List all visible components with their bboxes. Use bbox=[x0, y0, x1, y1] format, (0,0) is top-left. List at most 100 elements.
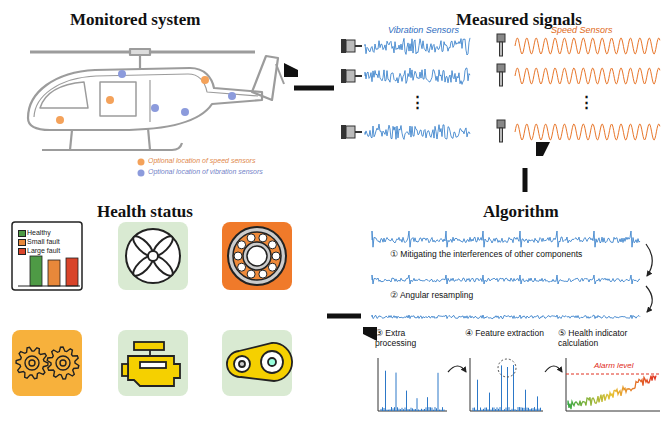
health-icons bbox=[118, 330, 188, 396]
gears bbox=[29, 360, 35, 366]
sensor-dots bbox=[201, 76, 209, 84]
engine bbox=[140, 362, 166, 368]
signal-label: Vibration Sensors bbox=[388, 25, 459, 35]
sensor-dots bbox=[106, 96, 114, 104]
sensor-icons bbox=[497, 64, 505, 72]
algorithm-signals bbox=[372, 231, 640, 319]
belt-drive bbox=[227, 343, 292, 381]
step-arrows bbox=[646, 244, 652, 276]
sensor-icons bbox=[500, 42, 503, 56]
legend-text: Small fault bbox=[27, 238, 60, 245]
gears bbox=[56, 356, 70, 370]
sensor-icons bbox=[346, 70, 355, 82]
step-label: ④ Feature extraction bbox=[465, 329, 545, 339]
belt-drive bbox=[227, 343, 292, 381]
health-icons bbox=[233, 232, 281, 280]
bearing-balls bbox=[268, 241, 276, 249]
ellipsis: ⋮ bbox=[410, 93, 425, 110]
health-icons bbox=[118, 222, 188, 290]
helicopter bbox=[28, 49, 284, 150]
signal-waveforms bbox=[515, 124, 660, 140]
legend-text: Large fault bbox=[27, 247, 60, 254]
sensor-dots bbox=[181, 108, 189, 116]
gears bbox=[16, 347, 48, 379]
flow-arrow bbox=[294, 86, 334, 91]
spectrum-plots bbox=[473, 365, 541, 411]
bearing-balls bbox=[259, 270, 267, 278]
step-arrows bbox=[448, 244, 652, 372]
step-arrows bbox=[545, 366, 562, 372]
section-panel: Monitored system bbox=[8, 4, 290, 194]
signal-waveforms bbox=[515, 68, 660, 84]
sensor-icons bbox=[497, 34, 505, 42]
sensor-dots bbox=[56, 116, 64, 124]
gears bbox=[25, 356, 39, 370]
alarm-line bbox=[566, 374, 660, 375]
sensor-icons bbox=[355, 131, 362, 133]
signal-label: Speed Sensors bbox=[551, 25, 613, 35]
belt-drive bbox=[268, 358, 276, 366]
sensor-icons bbox=[341, 39, 346, 53]
health-icons bbox=[12, 222, 292, 396]
sensor-dots bbox=[118, 70, 126, 78]
legend-note: Optional location of speed sensors bbox=[147, 157, 256, 165]
engine bbox=[149, 350, 151, 356]
signal-waveforms bbox=[365, 38, 470, 55]
helicopter bbox=[34, 74, 258, 117]
helicopter bbox=[42, 143, 182, 150]
plot-axes bbox=[378, 358, 660, 411]
helicopter bbox=[70, 130, 72, 150]
step-label: ③ Extra processing bbox=[375, 329, 441, 349]
sensor-icons bbox=[346, 40, 355, 52]
helicopter bbox=[149, 80, 150, 122]
sensor-dots bbox=[228, 92, 236, 100]
legend-swatch bbox=[18, 230, 26, 237]
health-icons bbox=[48, 260, 60, 286]
legend-swatch bbox=[18, 248, 26, 255]
bearing-balls bbox=[234, 234, 280, 278]
alarm-label: Alarm level bbox=[594, 361, 634, 370]
engine bbox=[134, 342, 164, 350]
sensor-dots bbox=[138, 170, 145, 177]
gears bbox=[60, 360, 66, 366]
helicopter bbox=[28, 68, 262, 130]
engine bbox=[122, 342, 180, 386]
step-arrows bbox=[646, 286, 652, 312]
section-panel: Measured signals bbox=[338, 4, 662, 164]
belt-drive bbox=[234, 356, 250, 372]
sensor-icons bbox=[497, 120, 505, 128]
section-title: Monitored system bbox=[70, 10, 200, 30]
gears bbox=[47, 347, 79, 379]
health-icons bbox=[18, 286, 80, 287]
sensor-icons bbox=[346, 126, 355, 138]
sensor-dots bbox=[138, 159, 145, 166]
plot-axes bbox=[378, 358, 447, 411]
bearing-balls bbox=[247, 270, 255, 278]
signal-waveforms bbox=[515, 38, 660, 54]
helicopter bbox=[252, 56, 278, 100]
engine bbox=[122, 364, 128, 376]
selected-feature bbox=[498, 359, 516, 377]
bearing-balls bbox=[238, 263, 246, 271]
health-icons bbox=[222, 222, 292, 290]
bearing-balls bbox=[247, 234, 255, 242]
step-label: ① Mitigating the interferences of other … bbox=[390, 250, 582, 260]
belt-drive bbox=[239, 361, 245, 367]
plot-axes bbox=[566, 358, 660, 411]
signal-waveforms bbox=[365, 68, 470, 84]
health-icons bbox=[148, 251, 158, 261]
gears bbox=[16, 347, 79, 379]
section-panel: Health status bbox=[5, 196, 323, 422]
legend-swatch bbox=[18, 239, 26, 246]
step-arrows bbox=[448, 366, 466, 372]
sensor-icons bbox=[500, 72, 503, 86]
helicopter bbox=[148, 128, 150, 150]
bearing-balls bbox=[268, 263, 276, 271]
health-icons bbox=[66, 258, 78, 286]
algorithm-signals bbox=[372, 315, 640, 319]
health-indicator-trend bbox=[568, 376, 656, 410]
health-icons bbox=[243, 242, 271, 270]
bearing-balls bbox=[272, 252, 280, 260]
spectrum-plots bbox=[381, 371, 444, 411]
bearing-balls bbox=[234, 252, 242, 260]
